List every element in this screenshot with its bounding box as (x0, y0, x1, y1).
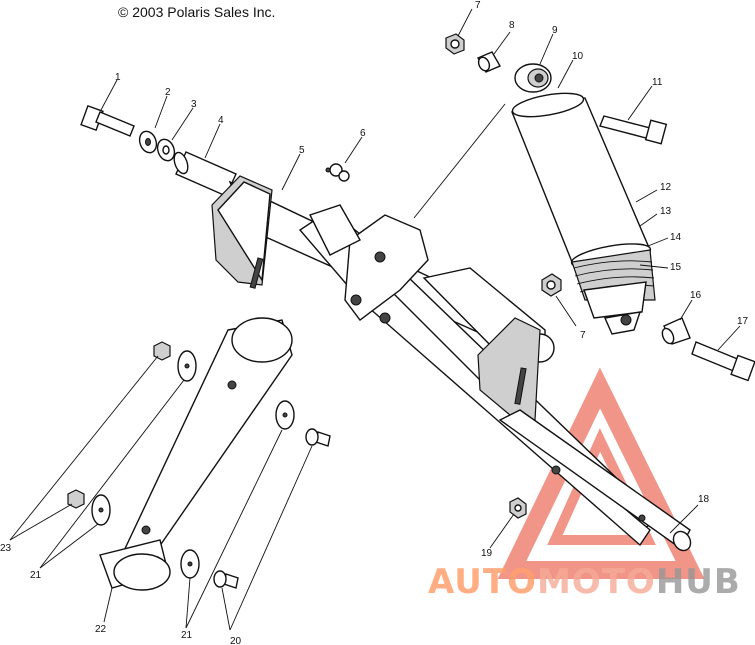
nut-part (509, 497, 527, 519)
callout-1: 1 (115, 72, 121, 83)
callout-7-top: 7 (475, 0, 481, 11)
washer-part (138, 130, 158, 154)
watermark-text-auto: AUTO (428, 562, 537, 602)
callout-18: 18 (698, 494, 710, 505)
washer-part (180, 549, 200, 579)
callout-22: 22 (95, 624, 107, 635)
bolt-part (691, 341, 755, 382)
watermark-text: AUTOMOTOHUB (428, 562, 741, 602)
link-plate-part (99, 317, 293, 591)
washer-part (177, 350, 197, 382)
watermark-text-moto: MOTO (536, 562, 656, 602)
bolt-part (599, 115, 668, 145)
bolt-part (80, 104, 135, 137)
callout-21-left: 21 (30, 570, 42, 581)
shock-eye-part (514, 63, 552, 93)
callout-19: 19 (481, 548, 493, 559)
callout-21-bottom: 21 (181, 630, 193, 641)
callout-15: 15 (670, 262, 682, 273)
callout-2: 2 (165, 87, 171, 98)
nut-part (541, 273, 562, 297)
callout-3: 3 (191, 99, 197, 110)
swing-arm-part (211, 175, 692, 552)
pin-part (661, 317, 691, 345)
copyright-notice: © 2003 Polaris Sales Inc. (118, 4, 276, 20)
washer-part (91, 494, 111, 526)
callout-5: 5 (299, 145, 305, 156)
screw-part (213, 570, 239, 589)
leader-lines (9, 8, 741, 631)
callout-9: 9 (552, 25, 558, 36)
pin-part (477, 51, 501, 73)
callout-20: 20 (230, 636, 242, 645)
callout-10: 10 (572, 51, 584, 62)
nut-part (445, 33, 465, 55)
nut-part (67, 489, 85, 509)
callout-16: 16 (690, 290, 702, 301)
bushing-part (173, 151, 237, 197)
callout-6: 6 (360, 128, 366, 139)
callout-23: 23 (0, 543, 12, 554)
callout-4: 4 (218, 115, 224, 126)
callout-12: 12 (660, 182, 672, 193)
callout-13: 13 (660, 206, 672, 217)
callout-14: 14 (670, 232, 682, 243)
callout-8: 8 (509, 20, 515, 31)
clip-part (325, 163, 350, 182)
shock-absorber-part (511, 92, 656, 335)
watermark-text-hub: HUB (655, 562, 741, 602)
washer-part (275, 400, 295, 430)
callout-11: 11 (652, 77, 663, 88)
screw-part (305, 428, 331, 447)
washer-part (156, 138, 176, 162)
callout-17: 17 (737, 316, 749, 327)
nut-part (153, 341, 171, 361)
callout-7-right: 7 (580, 330, 586, 341)
